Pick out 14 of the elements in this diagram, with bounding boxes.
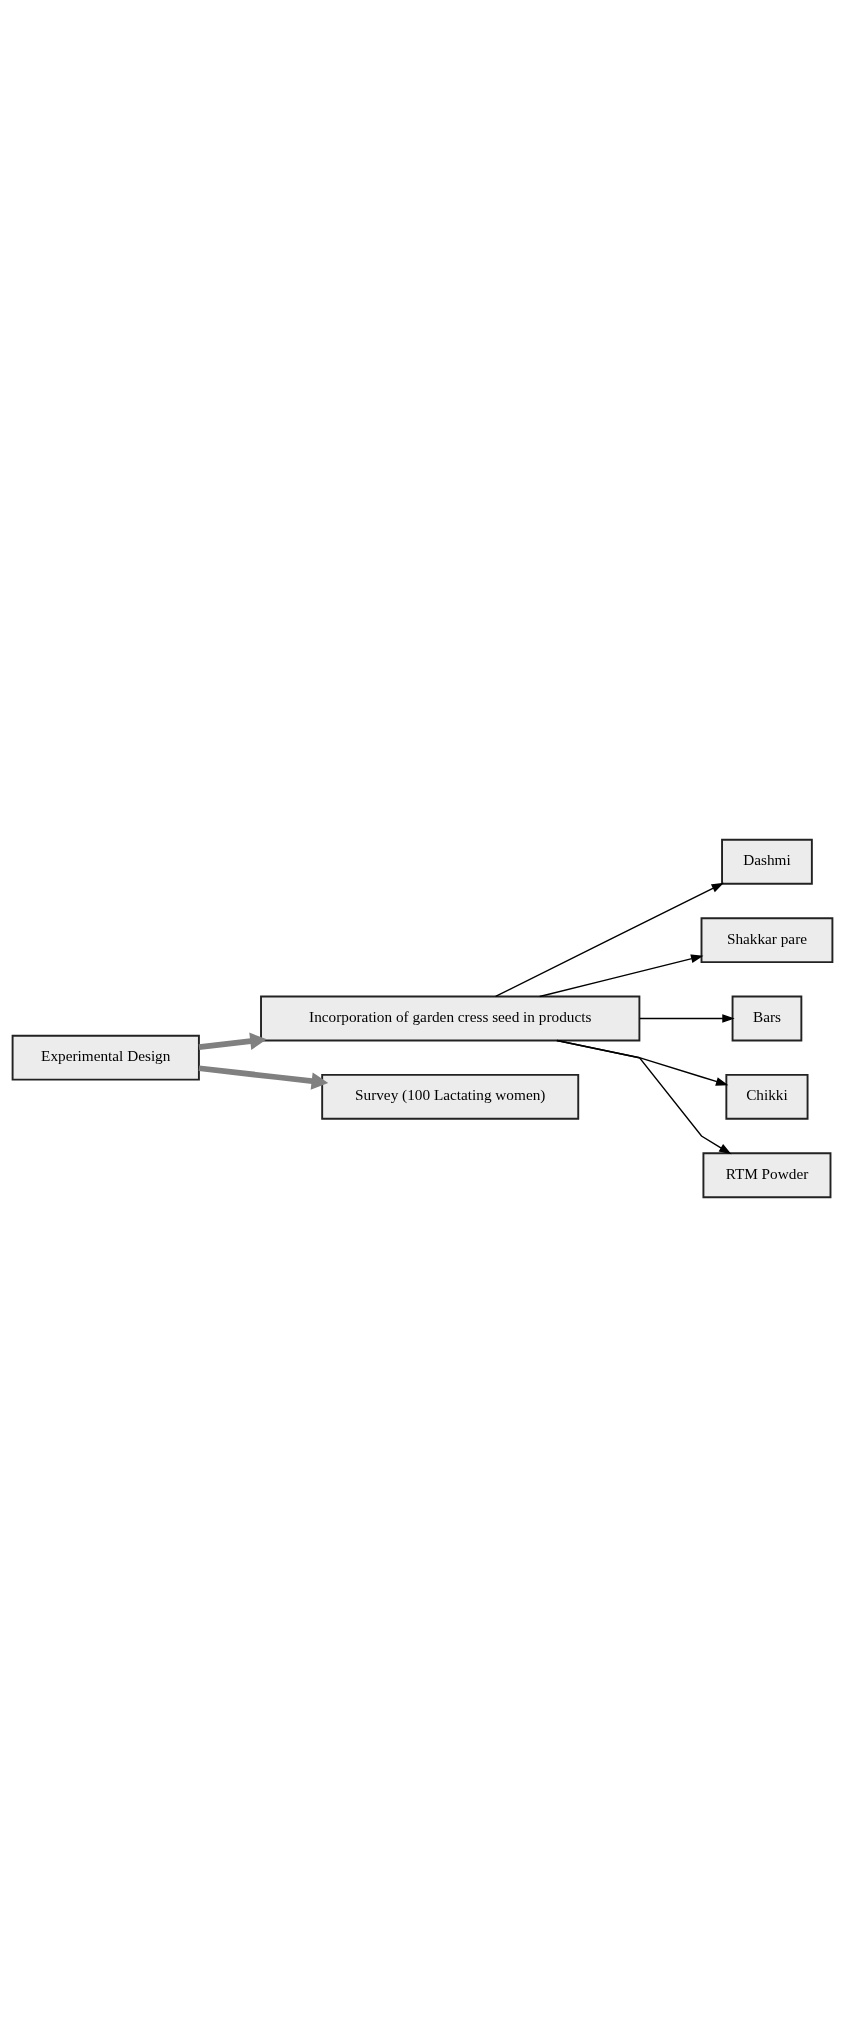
arrow (639, 1013, 735, 1023)
arrow (556, 1039, 732, 1154)
arrow (539, 954, 704, 997)
node-box: Incorporation of garden cress seed in products (260, 995, 641, 1041)
node-box: Chikki (725, 1073, 809, 1120)
arrow (198, 1032, 267, 1050)
arrow (198, 1064, 329, 1090)
arrow (494, 882, 724, 997)
node-box: Shakkar pare (700, 916, 834, 963)
node-box: Survey (100 Lactating women) (321, 1073, 580, 1120)
node-box: Bars (731, 995, 803, 1041)
node-box: Experimental Design (11, 1034, 200, 1081)
node-box: RTM Powder (702, 1151, 832, 1198)
node-box: Dashmi (721, 838, 813, 885)
